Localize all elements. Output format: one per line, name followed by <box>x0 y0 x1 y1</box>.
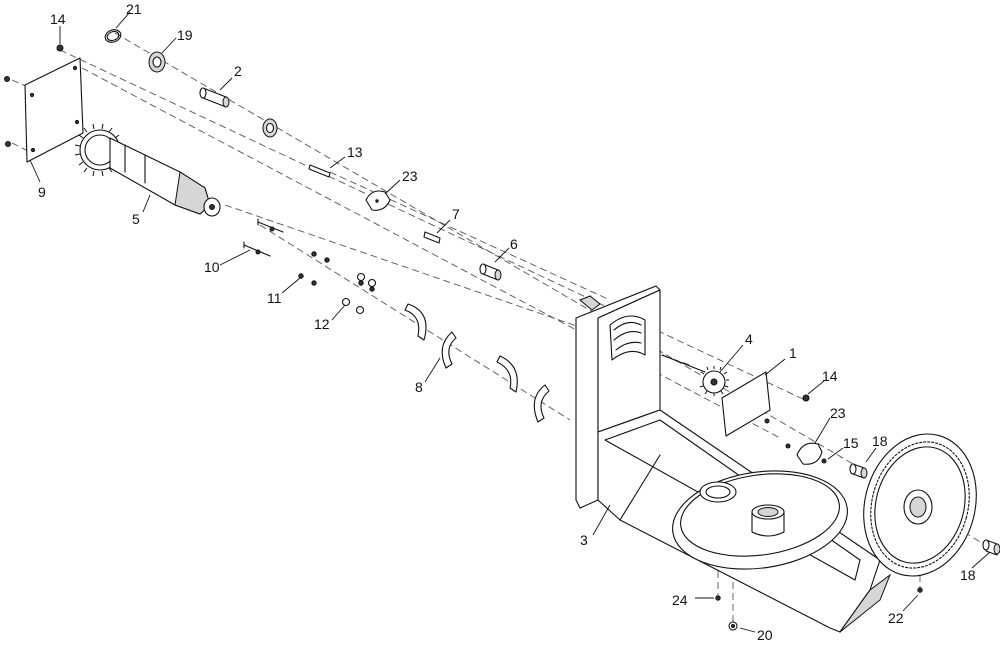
callout-4: 4 <box>745 331 753 347</box>
bolts-part-10 <box>243 218 284 257</box>
bushing-part-18-upper <box>849 463 868 479</box>
callout-6: 6 <box>510 236 518 252</box>
callout-14-top: 14 <box>50 11 66 27</box>
callout-19: 19 <box>177 27 193 43</box>
shaft-part-5 <box>74 123 221 217</box>
screw-part-15 <box>821 458 827 464</box>
callout-18-lower: 18 <box>960 567 976 583</box>
pin-part-7 <box>423 231 441 244</box>
plate-part-1 <box>721 371 791 449</box>
callout-5: 5 <box>132 211 140 227</box>
callout-15: 15 <box>843 435 859 451</box>
callout-8: 8 <box>415 379 423 395</box>
retaining-ring-part-21 <box>104 29 122 43</box>
callout-14-right: 14 <box>822 368 838 384</box>
plate-part-23-lower <box>796 442 823 465</box>
screw-part-22 <box>917 587 923 593</box>
callout-10: 10 <box>204 259 220 275</box>
sprocket-part-4 <box>661 354 729 396</box>
cover-plate-part-9 <box>4 57 84 163</box>
callout-23-lower: 23 <box>830 405 846 421</box>
screw-part-14-right <box>802 394 810 402</box>
washers-part-12 <box>341 272 377 315</box>
callout-12: 12 <box>314 316 330 332</box>
bushing-part-6 <box>479 263 502 281</box>
callout-1: 1 <box>789 345 797 361</box>
callout-labels: 1 2 3 4 5 6 7 8 9 10 11 12 13 14 14 15 1… <box>38 1 976 643</box>
frame-part-3 <box>575 285 892 633</box>
callout-11: 11 <box>267 290 282 306</box>
callout-20: 20 <box>757 627 773 643</box>
callout-13: 13 <box>347 144 363 160</box>
nuts-part-11 <box>298 251 375 292</box>
callout-9: 9 <box>38 184 46 200</box>
callout-18-upper: 18 <box>872 433 888 449</box>
callout-24: 24 <box>672 592 688 608</box>
callout-3: 3 <box>580 532 588 548</box>
shoe-segments-part-8 <box>404 303 550 423</box>
callout-2: 2 <box>234 63 242 79</box>
bushing-part-18-lower <box>982 539 1000 556</box>
turntable-disc <box>672 470 848 570</box>
callout-21: 21 <box>126 1 142 17</box>
washer-part-20 <box>728 621 738 631</box>
callout-22: 22 <box>888 610 904 626</box>
bearing-second <box>262 118 278 138</box>
callout-7: 7 <box>452 206 460 222</box>
screw-part-14-top <box>56 44 64 52</box>
bearing-part-19 <box>148 51 166 73</box>
leader-lines <box>29 11 991 633</box>
plate-part-23-upper <box>365 190 391 211</box>
callout-23-upper: 23 <box>402 168 418 184</box>
large-gear <box>863 433 977 577</box>
screw-part-24 <box>715 595 721 601</box>
pin-part-13 <box>308 164 331 178</box>
spacer-part-2 <box>199 87 230 108</box>
